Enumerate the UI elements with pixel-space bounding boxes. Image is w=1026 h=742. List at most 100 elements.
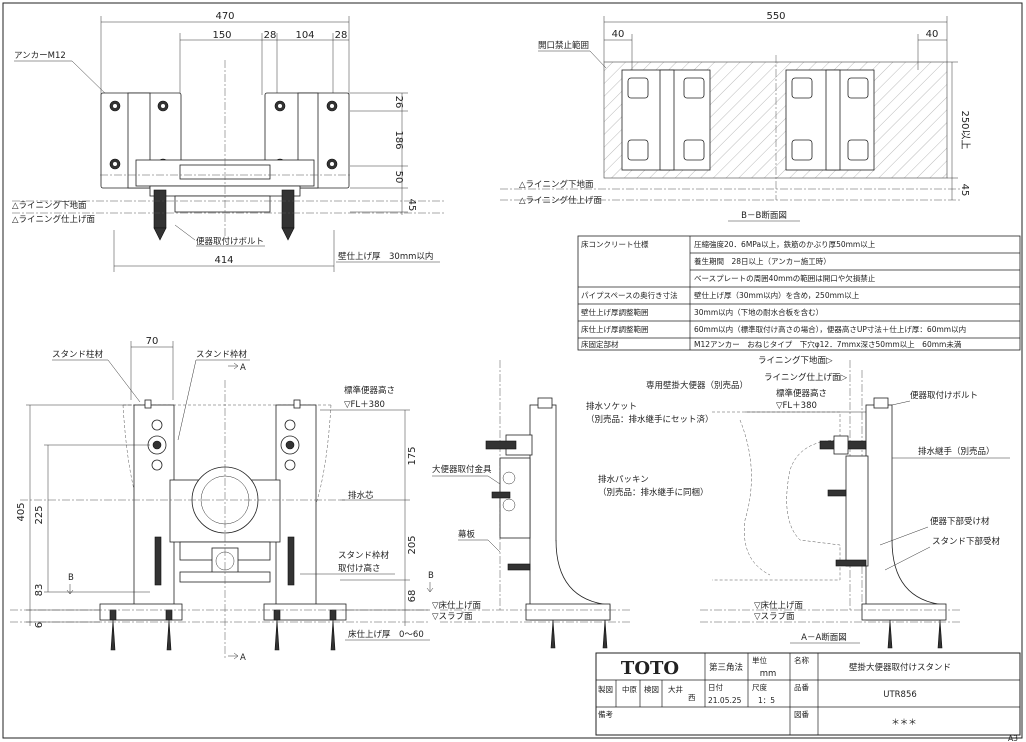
label-lower-receiver: 便器下部受け材 [930,516,990,527]
label-stand-lower: スタンド下部受材 [932,536,1001,547]
product-number: UTR856 [883,690,917,700]
dim-405: 405 [16,502,27,521]
label-drain-center: 排水芯 [348,490,374,501]
front-view: 70 スタンド柱材 スタンド枠材 [10,336,482,663]
dim-104: 104 [295,30,314,41]
checked-label: 検図 [644,684,659,694]
remarks-label: 備考 [598,709,613,719]
sheet-size: A3 [1008,734,1018,742]
label-metal-bracket: 大便器取付金具 [432,464,492,475]
mark-a-top: A [240,363,246,373]
label-stand-post: スタンド柱材 [52,349,104,360]
section-a-view: ライニング下地面▷ ライニング仕上げ面▷ 専用壁掛大便器（別売品） 標準便器高さ… [646,355,1010,649]
label-floor-thickness: 床仕上げ厚 0～60 [348,629,424,640]
dim-40b: 40 [926,29,939,40]
label-socket: 排水ソケット [586,401,637,412]
dim-28a: 28 [264,30,277,41]
label-wall-toilet: 専用壁掛大便器（別売品） [646,380,748,391]
mark-a-bottom: A [240,653,246,663]
approved-by: 西 [688,693,696,702]
spec-row-0-value-0: 圧縮強度20．6MPa以上，鉄筋のかぶり厚50mm以上 [694,239,876,249]
spec-table: 床コンクリート仕様 圧縮強度20．6MPa以上，鉄筋のかぶり厚50mm以上 養生… [577,235,1021,351]
section-b-title: B－B断面図 [741,210,787,221]
spec-row-1-label: パイプスペースの奥行き寸法 [581,290,678,300]
dim-150: 150 [212,30,231,41]
date-label: 日付 [708,682,723,692]
wall-finish-label: 壁仕上げ厚 30mm以内 [338,251,433,262]
lining-bottom-label-a: ライニング下地面▷ [758,355,833,366]
product-label: 品番 [794,682,809,692]
dim-6: 6 [34,622,45,628]
dim-68: 68 [407,590,418,603]
lining-finish-label-a: ライニング仕上げ面▷ [764,372,848,383]
dim-470: 470 [215,11,234,22]
lining-finish-label-top: △ライニング仕上げ面 [12,214,96,225]
bolt-label-top: 便器取付けボルト [196,236,264,247]
lining-bottom-label-b: △ライニング下地面 [519,179,594,190]
dim-50: 50 [393,171,404,184]
spec-row-3-value-0: 60mm以内（標準取付け高さの場合），便器高さUP寸法＋仕上げ厚：60mm以内 [694,324,966,334]
dim-40a: 40 [612,29,625,40]
spec-row-4-label: 床固定部材 [581,339,619,349]
label-height-value-a: ▽FL＋380 [776,401,817,411]
unit-value: mm [760,669,777,679]
date-value: 21.05.25 [708,696,742,705]
label-floor-finish-a: ▽床仕上げ面 [754,600,804,611]
dim-225: 225 [34,505,45,524]
scale-value: 1：5 [758,696,775,705]
spec-row-4-value-0: M12アンカー おねじタイプ 下穴φ12．7mmx深さ50mm以上 60mm未満 [694,339,962,349]
spec-row-3-label: 床仕上げ厚調整範囲 [581,324,649,334]
dim-28b: 28 [335,30,348,41]
dim-205: 205 [407,535,418,554]
dim-175: 175 [407,446,418,465]
label-frame-height-2: 取付け高さ [338,563,381,574]
unit-label: 単位 [752,655,767,665]
label-drain-joint: 排水継手（別売品） [918,446,995,457]
mark-b-right: B [428,571,434,581]
section-b-view: 550 40 40 開口禁止範囲 △ライニング下地面 △ライニング仕上げ面 [500,11,971,222]
opening-label: 開口禁止範囲 [538,40,589,51]
label-height-value: ▽FL＋380 [344,400,385,410]
label-height-title-a: 標準便器高さ [776,388,827,399]
dim-550: 550 [766,11,785,22]
dim-26: 26 [393,96,404,109]
spec-row-0-label: 床コンクリート仕様 [581,239,649,249]
projection: 第三角法 [709,662,743,673]
spec-row-0-value-1: 養生期間 28日以上（アンカー施工時） [694,256,831,266]
dim-250: 250以上 [959,110,971,149]
dim-83: 83 [34,584,45,597]
drawn-by: 中原 [622,684,637,694]
label-slab-front: ▽スラブ面 [432,611,473,622]
drawn-label: 製図 [598,684,613,694]
label-baseboard: 幕板 [458,529,476,540]
label-frame-height: スタンド枠材 [338,550,390,561]
label-stand-frame: スタンド枠材 [196,349,248,360]
checked-by: 大井 [668,684,683,694]
label-height-title: 標準便器高さ [344,385,395,396]
drawing-name: 壁掛大便器取付けスタンド [849,662,951,673]
dim-45-top: 45 [406,199,417,212]
anchor-label: アンカーM12 [14,51,66,61]
section-a-title: A－A断面図 [801,632,847,643]
spec-row-1-value-0: 壁仕上げ厚（30mm以内）を含め，250mm以上 [694,290,860,300]
lining-finish-label-b: △ライニング仕上げ面 [519,195,603,206]
name-label: 名称 [794,655,809,665]
title-block: TOTO 第三角法 単位 mm 名称 壁掛大便器取付けスタンド 製図 中原 検図… [595,652,1021,742]
lining-bottom-label-top: △ライニング下地面 [12,200,87,211]
dim-414: 414 [214,255,233,266]
drawing-no-label: 図番 [794,709,809,719]
label-bolt-a: 便器取付けボルト [910,390,978,401]
label-slab-a: ▽スラブ面 [754,611,795,622]
drawing-number: ＊＊＊ [891,718,917,728]
label-packing: 排水パッキン [598,474,649,485]
top-view: 470 150 28 104 28 アンカーM12 [12,11,445,272]
mark-b-left: B [68,573,74,583]
side-view: 大便器取付金具 排水ソケット （別売品：排水継手にセット済） 排水パッキン （別… [432,360,714,649]
dim-70: 70 [146,336,159,347]
label-floor-finish-front: ▽床仕上げ面 [432,600,482,611]
spec-row-0-value-2: ベースプレートの周囲40mmの範囲は開口や欠損禁止 [694,273,876,283]
scale-label: 尺度 [752,682,767,692]
dim-186: 186 [393,130,404,149]
